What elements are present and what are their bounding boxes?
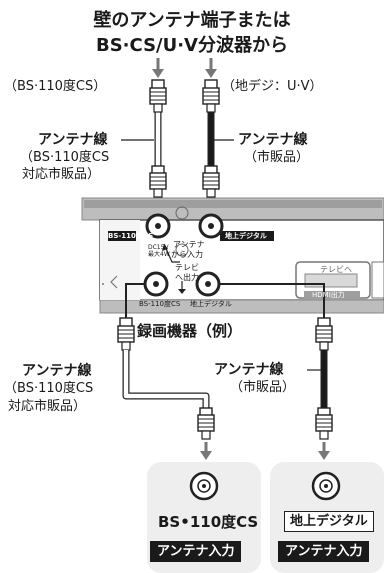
cable-bottom-left-label: アンテナ線 (22, 363, 92, 379)
output-bs-label: BS-110度CS (139, 300, 181, 308)
cable-bottom-left-sub2: 対応市販品） (8, 399, 87, 414)
tv-out-line1: テレビ (175, 263, 199, 272)
cable-bottom-left-sub1: （BS·110度CS (4, 381, 94, 396)
bottom-cables (117, 283, 333, 460)
plug-top-bs-lower-neck (153, 188, 163, 198)
tv-bs-name: BS•110度CS (158, 513, 259, 531)
plug-top-terrestrial-upper-neck (206, 103, 216, 113)
plug-bottom-terrestrial-upper-neck (319, 341, 329, 351)
plug-top-terrestrial-lower-neck (206, 188, 216, 198)
plug-bottom-bs-upper-neck (121, 341, 131, 351)
cable-top-left-sub2: 対応市販品） (22, 167, 101, 182)
input-bs-connector (145, 213, 171, 239)
output-terrestrial-label: 地上デジタル (190, 300, 232, 308)
input-terrestrial-connector (198, 213, 224, 239)
link-output-terrestrial (219, 283, 325, 318)
link-output-bs (125, 283, 145, 318)
tv-terrestrial-jack (311, 471, 341, 501)
tv-out-line2: へ出力 (175, 273, 199, 282)
cable-top-left-sub1: （BS·110度CS (20, 150, 110, 165)
page-title-line2: BS·CS/U·V分波器から (96, 35, 288, 56)
tv-port-label: テレビへ (320, 265, 352, 274)
page-title-line1: 壁のアンテナ端子または (93, 10, 291, 31)
tv-bs-jack (189, 471, 219, 501)
arrow-to-tv-terrestrial-head (318, 451, 330, 460)
antenna-in-line1: アンテナ (173, 240, 205, 249)
recorder-name: 録画機器（例） (137, 322, 243, 340)
cable-top-left-label: アンテナ線 (38, 132, 108, 148)
power-note-line2: 最大4W (148, 251, 170, 258)
arrow-from-wall-bs-head (152, 69, 164, 78)
top-cables (149, 58, 220, 198)
source-label-terrestrial: （地デジ：U·V） (222, 79, 323, 94)
plug-bottom-bs-lower-neck (201, 430, 211, 440)
tv-terrestrial-name: 地上デジタル (284, 511, 374, 532)
cable-bottom-bs-core (123, 350, 209, 420)
input-terrestrial-label: 地上デジタル (225, 232, 267, 240)
power-note-line1: DC15V (148, 244, 169, 251)
antenna-in-line2: から入力 (171, 250, 203, 259)
cable-bottom-right-sub1: （市販品） (230, 380, 296, 395)
arrow-from-wall-terrestrial-head (205, 69, 217, 78)
cable-top-right-label: アンテナ線 (238, 132, 308, 148)
cable-bottom-bs-outline (122, 350, 210, 420)
output-terrestrial-connector (195, 271, 221, 297)
cable-top-right-sub1: （市販品） (244, 150, 310, 165)
cable-bottom-right-label: アンテナ線 (214, 362, 284, 378)
plug-bottom-terrestrial-lower-neck (319, 430, 329, 440)
arrow-to-tv-bs-head (200, 451, 212, 460)
tv-terrestrial-badge: アンテナ入力 (278, 541, 370, 562)
tv-bs-badge: アンテナ入力 (150, 541, 242, 562)
output-bs-connector (143, 271, 169, 297)
plug-top-bs-upper-neck (153, 103, 163, 113)
source-label-bs: （BS·110度CS） (4, 79, 107, 94)
input-bs-label: BS-110度CS (108, 232, 154, 240)
hdmi-label: HDMI出力 (312, 291, 345, 299)
antenna-in-arrow (163, 243, 180, 263)
